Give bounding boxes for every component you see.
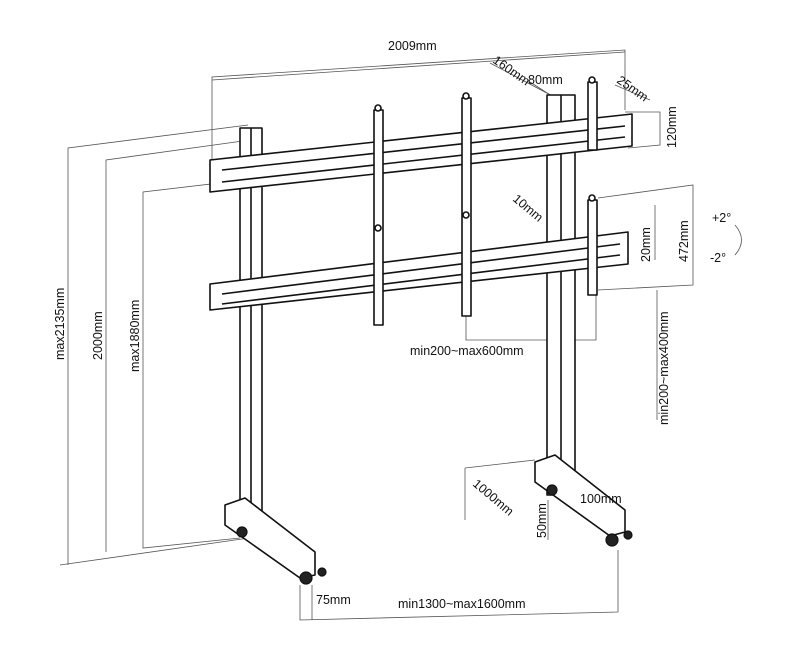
wheel-icon xyxy=(299,571,313,585)
label-bracket-offset: 160mm xyxy=(490,53,532,88)
label-overall-width: 2009mm xyxy=(388,39,437,53)
label-rail-depth: 10mm xyxy=(510,192,546,225)
label-max-height: max2135mm xyxy=(53,288,67,360)
lower-rail xyxy=(209,231,629,311)
label-rail-height: 120mm xyxy=(665,106,679,148)
wheel-icon xyxy=(605,533,619,547)
label-tilt-up: +2° xyxy=(712,211,731,225)
label-base-height: 50mm xyxy=(535,503,549,538)
label-bracket-depth: 25mm xyxy=(614,73,650,104)
wheel-icon xyxy=(236,526,248,538)
label-vertical-adjust: 20mm xyxy=(639,227,653,262)
upper-rail xyxy=(209,113,633,193)
label-bracket-width: 80mm xyxy=(528,73,563,87)
left-base xyxy=(224,497,327,585)
dimension-lines xyxy=(59,49,742,621)
label-tilt-down: -2° xyxy=(710,251,726,265)
wheel-icon xyxy=(546,484,558,496)
label-height: 2000mm xyxy=(91,311,105,360)
label-upright-spacing: min1300~max1600mm xyxy=(398,597,526,611)
label-horizontal-spacing: min200~max600mm xyxy=(410,344,524,358)
label-base-width: 100mm xyxy=(580,492,622,506)
wheel-icon xyxy=(623,530,633,540)
wheel-icon xyxy=(317,567,327,577)
label-max-mount-height: max1880mm xyxy=(128,300,142,372)
label-vertical-spacing: min200~max400mm xyxy=(657,311,671,425)
vertical-brackets xyxy=(373,76,598,326)
right-upright xyxy=(546,94,576,496)
label-bracket-length: 472mm xyxy=(677,220,691,262)
label-base-depth: 1000mm xyxy=(470,477,516,519)
right-base xyxy=(534,454,633,547)
label-upright-width: 75mm xyxy=(316,593,351,607)
